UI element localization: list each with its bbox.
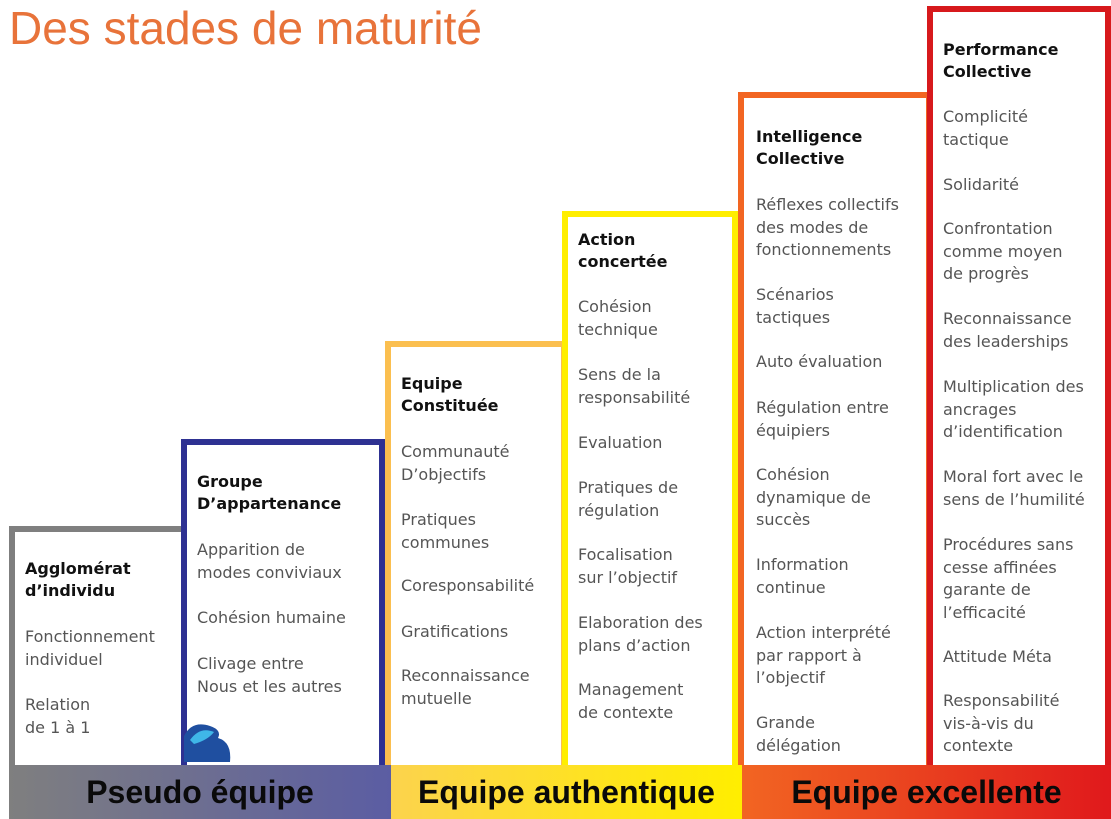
band-label: Equipe authentique xyxy=(418,773,715,810)
stage-item: Relation de 1 à 1 xyxy=(25,695,91,737)
stage-heading: Action concertée xyxy=(578,230,668,271)
band-label: Equipe excellente xyxy=(791,773,1062,810)
stage-item: Coresponsabilité xyxy=(401,576,535,595)
stage-heading: Equipe Constituée xyxy=(401,374,499,415)
stage-item: Pratiques communes xyxy=(401,510,490,552)
stage-item: Solidarité xyxy=(943,175,1019,194)
stage-agglomerat: Agglomérat d’individu Fonctionnement ind… xyxy=(9,526,193,765)
stage-item: Gratifications xyxy=(401,622,509,641)
stage-item: Responsabilité vis-à-vis du contexte xyxy=(943,691,1060,755)
stage-item: Attitude Méta xyxy=(943,647,1052,666)
slide-title: Des stades de maturité xyxy=(9,2,483,54)
stage-item: Reconnaissance mutuelle xyxy=(401,666,530,708)
stage-item: Clivage entre Nous et les autres xyxy=(197,654,342,696)
stage-item: Apparition de modes conviviaux xyxy=(197,540,342,582)
stage-item: Cohésion humaine xyxy=(197,608,346,627)
stage-intelligence-collective: Intelligence Collective Réflexes collect… xyxy=(738,92,932,765)
band-equipe-authentique: Equipe authentique xyxy=(391,765,742,819)
stage-performance-collective: Performance Collective Complicité tactiq… xyxy=(927,6,1111,765)
stage-item: Grande délégation xyxy=(756,713,841,755)
stage-item: Cohésion dynamique de succès xyxy=(756,465,871,529)
stage-equipe-constituee: Equipe Constituée Communauté D’objectifs… xyxy=(385,341,567,765)
stage-heading: Intelligence Collective xyxy=(756,127,863,168)
stage-item: Communauté D’objectifs xyxy=(401,442,510,484)
stage-item: Evaluation xyxy=(578,433,663,452)
stage-item: Confrontation comme moyen de progrès xyxy=(943,219,1063,283)
stage-item: Fonctionnement individuel xyxy=(25,627,155,669)
band-equipe-excellente: Equipe excellente xyxy=(742,765,1111,819)
stage-item: Information continue xyxy=(756,555,849,597)
stage-action-concertee: Action concertée Cohésion technique Sens… xyxy=(562,211,738,765)
stage-groupe: Groupe D’appartenance Apparition de mode… xyxy=(181,439,385,765)
stage-item: Sens de la responsabilité xyxy=(578,365,691,407)
stage-heading: Performance Collective xyxy=(943,40,1059,81)
stage-item: Auto évaluation xyxy=(756,352,883,371)
band-pseudo-equipe: Pseudo équipe xyxy=(9,765,391,819)
stage-item: Scénarios tactiques xyxy=(756,285,834,327)
stage-item: Management de contexte xyxy=(578,680,684,722)
stage-item: Complicité tactique xyxy=(943,107,1028,149)
stage-item: Elaboration des plans d’action xyxy=(578,613,703,655)
stage-item: Cohésion technique xyxy=(578,297,658,339)
band-label: Pseudo équipe xyxy=(86,773,314,810)
stage-heading: Groupe D’appartenance xyxy=(197,472,342,513)
stage-item: Reconnaissance des leaderships xyxy=(943,309,1072,351)
stage-item: Focalisation sur l’objectif xyxy=(578,545,678,587)
decorative-blob-icon xyxy=(184,724,231,762)
stage-item: Procédures sans cesse affinées garante d… xyxy=(943,535,1074,622)
stage-heading: Agglomérat d’individu xyxy=(25,559,131,600)
stage-item: Action interprété par rapport à l’object… xyxy=(756,623,891,687)
stage-item: Pratiques de régulation xyxy=(578,478,679,520)
stage-item: Réflexes collectifs des modes de fonctio… xyxy=(756,195,899,259)
stage-item: Multiplication des ancrages d’identifica… xyxy=(943,377,1084,441)
stage-item: Moral fort avec le sens de l’humilité xyxy=(943,467,1085,509)
stage-item: Régulation entre équipiers xyxy=(756,398,889,440)
